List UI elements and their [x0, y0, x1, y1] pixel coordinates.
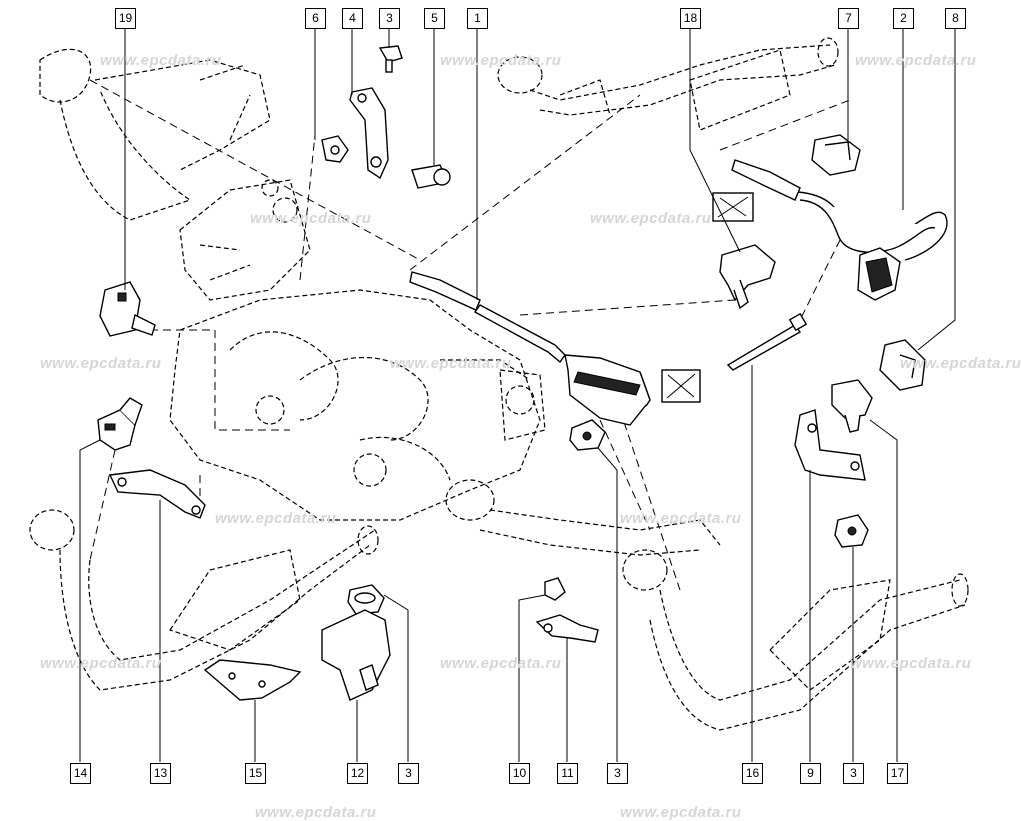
ghost-exhaust-manifold: [169, 289, 546, 521]
ghost-engine-block: [179, 179, 311, 301]
part-3-grommet-bottom: [347, 584, 385, 615]
callout-16: 16: [742, 763, 763, 784]
watermark: www.epcdata.ru: [250, 210, 372, 227]
callout-3-bottom-a: 3: [398, 763, 419, 784]
part-10-bolt: [544, 577, 566, 601]
watermark: www.epcdata.ru: [850, 655, 972, 672]
part-13-bracket: [108, 469, 206, 519]
watermark: www.epcdata.ru: [855, 52, 977, 69]
watermark: www.epcdata.ru: [590, 210, 712, 227]
callout-18: 18: [680, 8, 701, 29]
part-15-bracket: [203, 659, 302, 701]
warning-no-grease-icon: [712, 192, 754, 222]
callout-19: 19: [115, 8, 136, 29]
part-7-clip: [811, 134, 861, 176]
callout-7: 7: [838, 8, 859, 29]
callout-3-top: 3: [379, 8, 400, 29]
ghost-exhaust-upper-left: [39, 48, 271, 221]
watermark: www.epcdata.ru: [215, 510, 337, 527]
callout-8: 8: [945, 8, 966, 29]
part-3-bolt-top: [378, 45, 403, 73]
watermark: www.epcdata.ru: [255, 804, 377, 821]
part-2-oxygen-sensor-rear: [731, 159, 948, 301]
part-16-cable-tie: [726, 312, 808, 371]
ghost-exhaust-upper-right: [497, 37, 839, 131]
callout-13: 13: [150, 763, 171, 784]
ghost-exhaust-lower-left: [29, 509, 379, 691]
callout-11: 11: [557, 763, 578, 784]
part-3-grommet-right: [834, 514, 869, 548]
part-9-bracket: [794, 409, 866, 481]
part-8-clip: [879, 339, 926, 391]
watermark: www.epcdata.ru: [620, 510, 742, 527]
callout-17: 17: [887, 763, 908, 784]
watermark: www.epcdata.ru: [390, 355, 512, 372]
callout-2: 2: [893, 8, 914, 29]
ghost-exhaust-lower-right: [445, 479, 969, 731]
callout-15: 15: [245, 763, 266, 784]
watermark: www.epcdata.ru: [40, 355, 162, 372]
part-3-grommet-mid: [569, 419, 606, 451]
callout-12: 12: [347, 763, 368, 784]
callout-6: 6: [305, 8, 326, 29]
watermark: www.epcdata.ru: [440, 52, 562, 69]
part-1-oxygen-sensor: [409, 271, 651, 426]
callout-10: 10: [509, 763, 530, 784]
part-17-grommet: [831, 379, 873, 433]
watermark: www.epcdata.ru: [100, 52, 222, 69]
part-5-bolt: [411, 164, 451, 189]
callout-3-bottom-b: 3: [607, 763, 628, 784]
exploded-parts-diagram: [29, 28, 969, 762]
assembly-guide-lines: [89, 79, 851, 591]
leader-lines: [79, 28, 956, 762]
part-19-sensor: [99, 281, 156, 337]
part-14-sensor: [97, 397, 143, 451]
part-18-clip: [719, 244, 776, 310]
callout-9: 9: [800, 763, 821, 784]
part-4-bracket: [349, 87, 389, 180]
watermark: www.epcdata.ru: [440, 655, 562, 672]
callout-4: 4: [342, 8, 363, 29]
watermark: www.epcdata.ru: [40, 655, 162, 672]
callout-1: 1: [467, 8, 488, 29]
part-11-bracket: [535, 614, 599, 643]
watermark: www.epcdata.ru: [900, 355, 1021, 372]
part-12-heat-shield: [321, 609, 391, 701]
callout-3-bottom-c: 3: [843, 763, 864, 784]
callout-5: 5: [424, 8, 445, 29]
watermark: www.epcdata.ru: [620, 804, 742, 821]
callout-14: 14: [70, 763, 91, 784]
warning-no-grease-icon-2: [661, 369, 701, 403]
part-6-nut: [321, 135, 349, 163]
